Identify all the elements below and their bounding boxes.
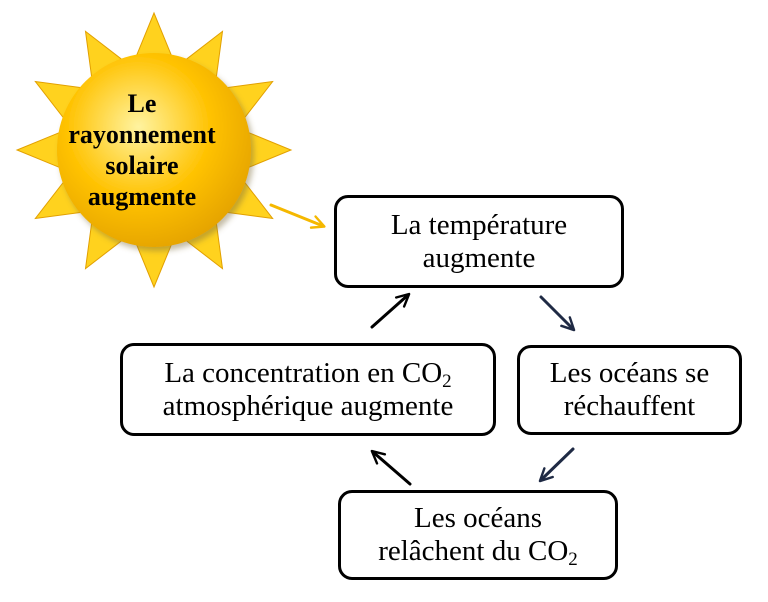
oceans-warm-box: Les océans se réchauffent — [517, 345, 742, 435]
sun-icon — [15, 11, 293, 289]
sun-label-line: rayonnement — [68, 120, 216, 149]
sun-label: Le rayonnement solaire augmente — [52, 88, 232, 212]
sun-ray — [135, 242, 173, 289]
sun-label-line: Le — [127, 89, 157, 118]
sun-ray — [246, 131, 293, 169]
concentration-line: La concentration en CO2 — [164, 356, 452, 392]
arrow-sun-to-temperature — [269, 203, 326, 229]
co2-subscript: 2 — [568, 549, 578, 570]
temperature-line: augmente — [422, 241, 536, 274]
temperature-box: La température augmente — [334, 195, 624, 288]
oceans-warm-line: réchauffent — [563, 390, 696, 422]
arrow-temperature-to-oceans-warm — [539, 295, 576, 332]
oceans-release-text: relâchent du CO — [378, 535, 569, 567]
concentration-line: atmosphérique augmente — [162, 389, 454, 422]
concentration-text: La concentration en CO — [164, 356, 443, 389]
oceans-release-line: relâchent du CO2 — [378, 535, 578, 570]
arrow-concentration-to-temperature — [370, 292, 411, 329]
co2-subscript: 2 — [442, 370, 452, 392]
sun-ray — [135, 11, 173, 58]
oceans-release-line: Les océans — [413, 502, 543, 534]
arrow-oceans-release-to-concentration — [370, 449, 412, 486]
concentration-box: La concentration en CO2 atmosphérique au… — [120, 343, 496, 436]
arrow-oceans-warm-to-oceans-release — [538, 447, 575, 483]
sun-label-line: augmente — [87, 182, 197, 211]
oceans-release-box: Les océans relâchent du CO2 — [338, 490, 618, 580]
sun-disc — [57, 53, 251, 247]
temperature-line: La température — [390, 208, 568, 241]
sun-label-line: solaire — [105, 151, 179, 180]
oceans-warm-line: Les océans se — [549, 357, 710, 389]
